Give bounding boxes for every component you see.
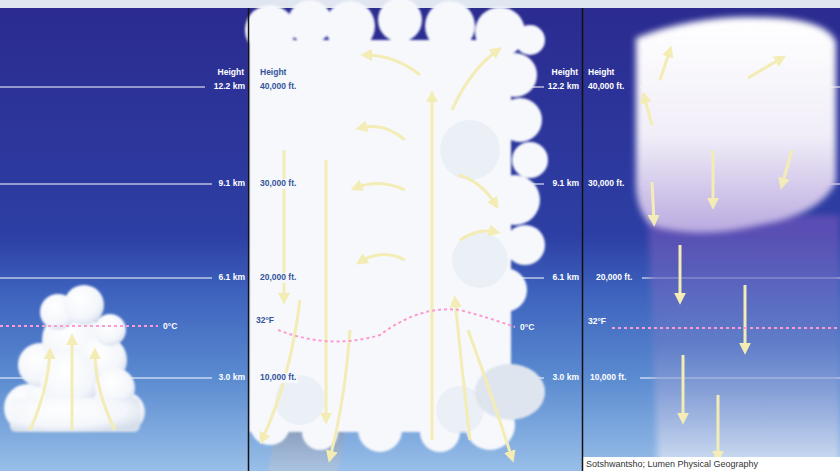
altitude-ft: 10,000 ft. — [258, 373, 298, 383]
mature-cloud — [490, 175, 540, 225]
mature-cloud — [325, 1, 375, 51]
altitude-km: 9.1 km — [219, 179, 245, 189]
altitude-ft: 40,000 ft. — [588, 82, 624, 92]
height-heading: Height — [218, 68, 244, 78]
air-flow-arrows — [360, 127, 405, 141]
air-flow-arrows — [355, 183, 405, 190]
cloud-shading — [440, 120, 500, 180]
mature-cloud — [358, 408, 402, 452]
air-flow-arrows — [468, 330, 512, 458]
updraft-arrows — [71, 338, 74, 430]
air-flow-arrows — [330, 330, 350, 458]
altitude-km: 3.0 km — [553, 373, 579, 383]
air-flow-arrows — [262, 50, 512, 458]
mature-cloud — [245, 0, 548, 452]
altitude-km: 9.1 km — [553, 179, 579, 189]
downdraft-arrows — [652, 182, 654, 222]
altitude-lines — [0, 278, 212, 279]
mature-cloud — [378, 0, 422, 42]
rain-curtain — [648, 215, 840, 471]
panel-dividers — [248, 8, 250, 471]
altitude-km: 12.2 km — [548, 82, 579, 92]
freezing-level-line — [278, 309, 515, 341]
cloud-shading — [275, 120, 508, 434]
downdraft-arrows — [682, 355, 685, 420]
air-flow-arrows — [325, 160, 328, 420]
top-strip — [0, 0, 840, 8]
height-heading: Height — [588, 68, 614, 78]
updraft-arrows — [30, 352, 50, 430]
altitude-ft: 40,000 ft. — [258, 82, 298, 92]
cumulus-cloud — [4, 285, 145, 432]
downdraft-arrows — [744, 285, 747, 350]
altitude-ft: 30,000 ft. — [588, 179, 624, 189]
altitude-km: 3.0 km — [219, 373, 245, 383]
freezing-level-label: 0°C — [163, 322, 177, 332]
height-heading: Height — [552, 68, 578, 78]
downdraft-arrows — [660, 50, 670, 80]
downdraft-arrows — [644, 50, 792, 458]
cumulus-cloud — [64, 285, 104, 325]
mature-cloud — [515, 25, 545, 55]
altitude-ft: 20,000 ft. — [258, 273, 298, 283]
air-flow-arrows — [360, 254, 405, 262]
altitude-lines — [0, 87, 205, 88]
cloud-shelf — [475, 364, 545, 420]
downdraft-arrows — [748, 58, 782, 78]
cumulus-cloud — [94, 314, 126, 346]
air-flow-arrows — [460, 231, 496, 240]
mature-cloud — [512, 142, 548, 178]
updraft-arrows — [30, 338, 115, 430]
air-flow-arrows — [452, 50, 498, 110]
cloud-shading — [436, 386, 484, 434]
mature-cloud — [505, 225, 545, 265]
downdraft-arrows — [782, 150, 792, 185]
freezing-level-label: 0°C — [520, 323, 534, 333]
credit-strip — [583, 457, 840, 471]
air-flow-arrows — [365, 55, 420, 75]
anvil-cloud — [636, 17, 836, 233]
mature-cloud — [425, 1, 475, 51]
downdraft-arrows — [679, 245, 682, 300]
panel-dividers — [582, 8, 584, 471]
height-heading: Height — [258, 68, 288, 78]
cloud-shading — [452, 232, 508, 288]
air-flow-arrows — [455, 300, 470, 440]
mature-cloud — [245, 5, 295, 55]
downdraft-arrows — [644, 96, 652, 125]
altitude-ft: 10,000 ft. — [590, 373, 626, 383]
altitude-lines — [0, 184, 212, 185]
altitude-ft: 30,000 ft. — [258, 179, 298, 189]
altitude-km: 12.2 km — [214, 82, 245, 92]
downdraft-arrows — [717, 395, 720, 458]
altitude-km: 6.1 km — [219, 273, 245, 283]
altitude-km: 6.1 km — [553, 273, 579, 283]
panel-dividers — [249, 8, 583, 471]
freezing-level-line — [0, 325, 158, 327]
altitude-ft: 20,000 ft. — [596, 273, 632, 283]
mature-cloud — [249, 40, 511, 432]
air-flow-arrows — [431, 95, 434, 440]
freezing-level-label: 32°F — [588, 317, 606, 327]
source-credit: Sotshwantsho; Lumen Physical Geography — [586, 459, 758, 469]
updraft-arrows — [95, 352, 115, 430]
freezing-level-label: 32°F — [254, 316, 276, 326]
air-flow-arrows — [458, 175, 496, 205]
downdraft-arrows — [712, 150, 715, 205]
freezing-level-line — [612, 327, 840, 329]
mature-cloud — [493, 53, 537, 97]
mature-cloud — [498, 98, 542, 142]
cumulus-cloud — [10, 398, 140, 432]
